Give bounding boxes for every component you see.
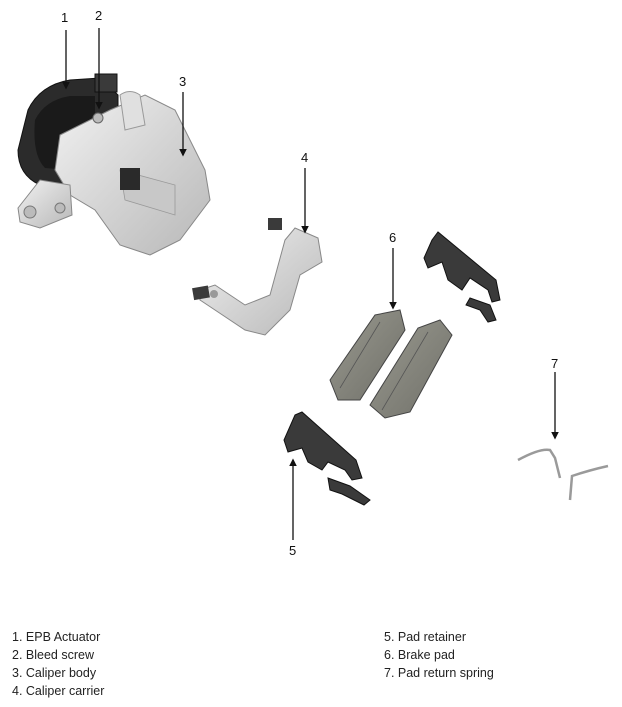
- callout-6: 6: [389, 230, 396, 245]
- legend-item: 2. Bleed screw: [12, 648, 94, 662]
- callout-lines: [62, 28, 559, 540]
- callout-5: 5: [289, 543, 296, 558]
- callout-3: 3: [179, 74, 186, 89]
- callout-4: 4: [301, 150, 308, 165]
- pad-retainer-upper-part: [423, 231, 501, 323]
- brake-pad-part: [329, 309, 453, 419]
- legend-item: 1. EPB Actuator: [12, 630, 101, 644]
- legend-item: 5. Pad retainer: [384, 630, 466, 644]
- legend-right-column: 5. Pad retainer 6. Brake pad 7. Pad retu…: [384, 628, 494, 682]
- caliper-carrier-part: [192, 218, 323, 336]
- caliper-body-part: [17, 91, 211, 256]
- callout-7: 7: [551, 356, 558, 371]
- legend-item: 6. Brake pad: [384, 648, 455, 662]
- legend-item: 3. Caliper body: [12, 666, 97, 680]
- pad-retainer-lower-part: [283, 411, 371, 506]
- legend-item: 7. Pad return spring: [384, 666, 494, 680]
- brake-caliper-exploded-diagram: 1 2 3 4 5 6 7: [17, 8, 609, 558]
- legend-left-column: 1. EPB Actuator 2. Bleed screw 3. Calipe…: [12, 628, 104, 700]
- callout-2: 2: [95, 8, 102, 23]
- legend-item: 4. Caliper carrier: [12, 684, 105, 698]
- callout-1: 1: [61, 10, 68, 25]
- pad-return-spring-part: [517, 448, 609, 501]
